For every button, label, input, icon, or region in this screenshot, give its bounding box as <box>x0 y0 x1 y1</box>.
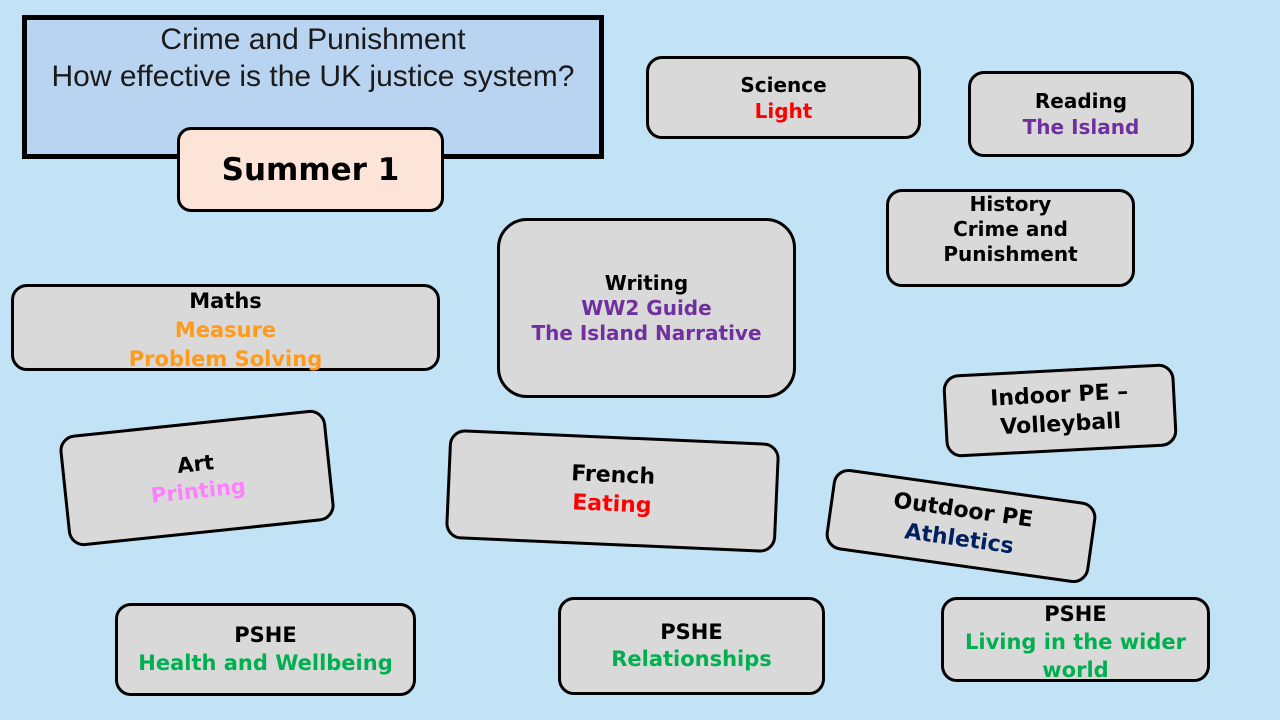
science-box: Science Light <box>646 56 921 139</box>
science-topic: Light <box>754 98 813 123</box>
pshe-wider-box: PSHE Living in the wider world <box>941 597 1210 682</box>
history-topic-line2: Punishment <box>943 242 1078 266</box>
art-box: Art Printing <box>57 408 337 548</box>
history-box: History Crime and Punishment <box>886 189 1135 287</box>
french-title: French <box>570 461 656 491</box>
maths-title: Maths <box>189 289 262 313</box>
reading-box: Reading The Island <box>968 71 1194 157</box>
pshe-wider-topic-line2: world <box>1042 658 1109 682</box>
writing-title: Writing <box>604 270 689 295</box>
history-title: History <box>969 192 1052 216</box>
pshe-relationships-topic: Relationships <box>611 647 772 671</box>
french-topic: Eating <box>571 490 653 519</box>
outdoor-pe-box: Outdoor PE Athletics <box>823 466 1099 586</box>
maths-box: Maths Measure Problem Solving <box>11 284 440 371</box>
pshe-health-title: PSHE <box>234 623 297 648</box>
writing-topic-line2: The Island Narrative <box>531 320 762 345</box>
reading-title: Reading <box>1034 89 1128 113</box>
indoor-pe-line2: Volleyball <box>999 408 1122 440</box>
pshe-health-topic: Health and Wellbeing <box>138 650 393 675</box>
pshe-health-box: PSHE Health and Wellbeing <box>115 603 416 696</box>
term-label: Summer 1 <box>177 127 444 212</box>
pshe-wider-title: PSHE <box>1044 602 1107 626</box>
french-box: French Eating <box>444 428 781 554</box>
reading-topic: The Island <box>1022 115 1140 139</box>
writing-box: Writing WW2 Guide The Island Narrative <box>497 218 796 398</box>
writing-topic-line1: WW2 Guide <box>581 295 712 320</box>
art-title: Art <box>176 449 215 478</box>
science-title: Science <box>740 72 827 97</box>
pshe-wider-topic-line1: Living in the wider <box>965 630 1186 654</box>
maths-topic-line2: Problem Solving <box>128 347 323 371</box>
maths-topic-line1: Measure <box>174 318 277 342</box>
indoor-pe-box: Indoor PE – Volleyball <box>941 362 1179 459</box>
topic-title: Crime and Punishment <box>160 23 466 56</box>
art-topic: Printing <box>149 474 247 508</box>
history-topic-line1: Crime and <box>953 217 1068 241</box>
pshe-relationships-box: PSHE Relationships <box>558 597 825 695</box>
topic-question: How effective is the UK justice system? <box>51 60 575 93</box>
pshe-relationships-title: PSHE <box>660 619 723 644</box>
